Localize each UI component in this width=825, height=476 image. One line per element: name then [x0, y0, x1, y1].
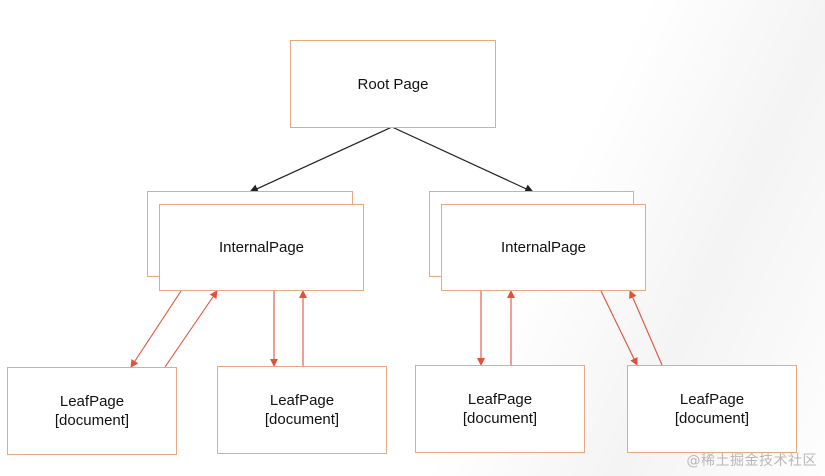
leaf-page-label: LeafPage [679, 391, 745, 408]
leaf-page-node: LeafPage [document] [627, 365, 797, 453]
internal-page-label: InternalPage [218, 239, 305, 256]
leaf-page-node: LeafPage [document] [217, 366, 387, 454]
internal2-to-leaf4-arrow [600, 290, 638, 366]
internal-page-node: InternalPage [159, 204, 364, 291]
internal-page-node: InternalPage [441, 204, 646, 291]
leaf-document-label: [document] [462, 410, 538, 427]
leaf1-to-internal1-arrow [164, 290, 218, 368]
leaf-page-label: LeafPage [59, 393, 125, 410]
internal1-to-leaf1-arrow [130, 290, 182, 368]
leaf-document-label: [document] [264, 411, 340, 428]
leaf-document-label: [document] [674, 410, 750, 427]
root-page-node: Root Page [290, 40, 496, 128]
root-to-internal-left-arrow [249, 126, 393, 193]
leaf4-to-internal2-arrow [629, 290, 663, 366]
watermark-text: @稀土掘金技术社区 [686, 453, 817, 469]
leaf-page-label: LeafPage [467, 391, 533, 408]
root-to-internal-right-arrow [391, 126, 534, 193]
leaf-page-node: LeafPage [document] [7, 367, 177, 455]
leaf-page-label: LeafPage [269, 392, 335, 409]
leaf-document-label: [document] [54, 412, 130, 429]
internal-page-label: InternalPage [500, 239, 587, 256]
leaf-page-node: LeafPage [document] [415, 365, 585, 453]
root-page-label: Root Page [357, 75, 429, 93]
